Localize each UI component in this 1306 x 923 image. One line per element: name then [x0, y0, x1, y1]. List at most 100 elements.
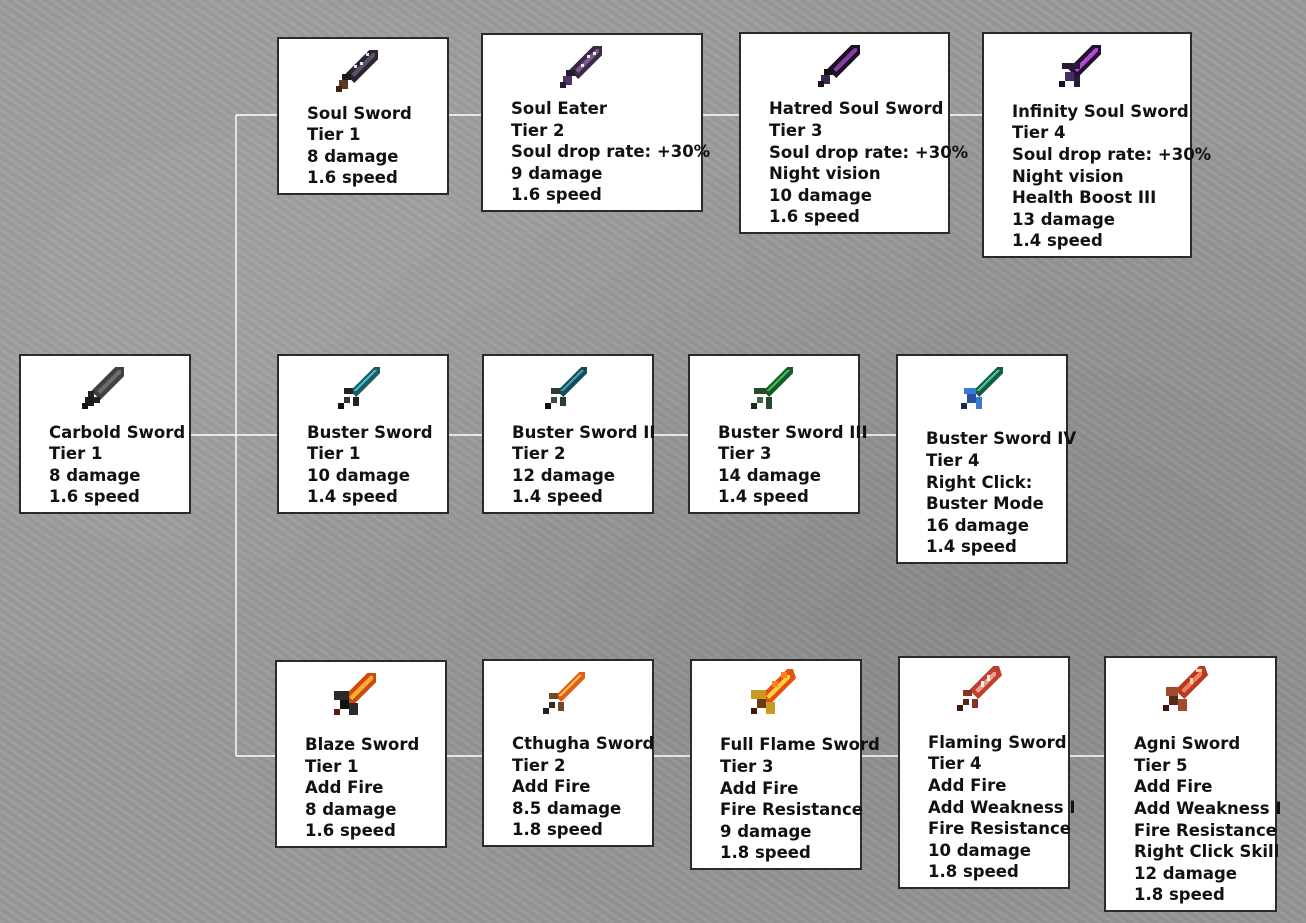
root-damage: 8 damage: [49, 465, 141, 485]
soul-4-line-3: Night vision: [1012, 166, 1124, 186]
soul-3-line-0: Hatred Soul Sword: [769, 99, 944, 119]
buster-3-line-2: 14 damage: [718, 465, 821, 485]
flame-4-line-0: Flaming Sword: [928, 732, 1067, 752]
soul-4-line-5: 13 damage: [1012, 209, 1115, 229]
flame-3-line-3: Fire Resistance: [720, 800, 863, 820]
root-name: Carbold Sword: [49, 422, 186, 442]
soul-1-line-0: Soul Sword: [307, 103, 412, 123]
flame-1-line-3: 8 damage: [305, 799, 397, 819]
soul-2-line-2: Soul drop rate: +30%: [511, 142, 711, 162]
soul-4-line-0: Infinity Soul Sword: [1012, 101, 1189, 121]
soul-3-line-4: 10 damage: [769, 185, 872, 205]
buster-sword-card: Buster Sword Tier 1 10 damage 1.4 speed: [277, 354, 449, 514]
buster-4-line-4: 16 damage: [926, 515, 1029, 535]
flame-5-line-3: Add Weakness I: [1134, 799, 1282, 819]
buster-1-line-1: Tier 1: [307, 444, 361, 464]
agni-sword-icon: [1163, 666, 1208, 711]
soul-3-line-1: Tier 3: [769, 121, 823, 141]
soul-2-line-3: 9 damage: [511, 163, 603, 183]
flaming-sword-icon: [957, 666, 1002, 711]
flame-1-line-1: Tier 1: [305, 756, 359, 776]
buster-2-line-1: Tier 2: [512, 444, 566, 464]
agni-sword-card: Agni Sword Tier 5 Add Fire Add Weakness …: [1104, 656, 1282, 912]
buster-sword-iii-card: Buster Sword III Tier 3 14 damage 1.4 sp…: [688, 354, 868, 514]
buster-3-line-3: 1.4 speed: [718, 487, 809, 507]
flame-5-line-2: Add Fire: [1134, 777, 1213, 797]
flame-2-line-1: Tier 2: [512, 755, 566, 775]
flame-4-line-5: 10 damage: [928, 840, 1031, 860]
buster-sword-icon: [338, 367, 380, 409]
flame-1-line-2: Add Fire: [305, 778, 384, 798]
flame-2-line-2: Add Fire: [512, 777, 591, 797]
infinity-soul-sword-card: Infinity Soul Sword Tier 4 Soul drop rat…: [982, 32, 1211, 258]
flame-2-line-0: Cthugha Sword: [512, 734, 655, 754]
soul-1-line-1: Tier 1: [307, 125, 361, 145]
buster-4-line-5: 1.4 speed: [926, 537, 1017, 557]
blaze-sword-card: Blaze Sword Tier 1 Add Fire 8 damage 1.6…: [275, 660, 447, 848]
buster-2-line-3: 1.4 speed: [512, 487, 603, 507]
hatred-soul-sword-icon: [818, 45, 860, 87]
full-flame-sword-card: Full Flame Sword Tier 3 Add Fire Fire Re…: [690, 659, 880, 870]
flame-5-line-0: Agni Sword: [1134, 734, 1241, 754]
flame-5-line-4: Fire Resistance: [1134, 820, 1277, 840]
buster-2-line-0: Buster Sword II: [512, 422, 656, 442]
flame-1-line-0: Blaze Sword: [305, 735, 420, 755]
cthugha-sword-card: Cthugha Sword Tier 2 Add Fire 8.5 damage…: [482, 659, 654, 847]
flame-3-line-0: Full Flame Sword: [720, 735, 880, 755]
soul-3-line-5: 1.6 speed: [769, 207, 860, 227]
flame-3-line-2: Add Fire: [720, 778, 799, 798]
root-tier: Tier 1: [49, 444, 103, 464]
buster-sword-iii-icon: [751, 367, 793, 409]
buster-3-line-1: Tier 3: [718, 444, 772, 464]
flame-4-line-2: Add Fire: [928, 776, 1007, 796]
hatred-soul-sword-card: Hatred Soul Sword Tier 3 Soul drop rate:…: [739, 32, 968, 234]
flame-3-line-1: Tier 3: [720, 757, 774, 777]
buster-4-line-0: Buster Sword IV: [926, 429, 1077, 449]
flame-5-line-1: Tier 5: [1134, 755, 1188, 775]
flame-2-line-4: 1.8 speed: [512, 820, 603, 840]
soul-sword-icon: [336, 50, 378, 92]
buster-sword-ii-icon: [545, 367, 587, 409]
flame-5-line-7: 1.8 speed: [1134, 885, 1225, 905]
flame-4-line-6: 1.8 speed: [928, 862, 1019, 882]
buster-3-line-0: Buster Sword III: [718, 422, 868, 442]
soul-eater-icon: [560, 46, 602, 88]
soul-4-line-4: Health Boost III: [1012, 188, 1157, 208]
flame-3-line-4: 9 damage: [720, 821, 812, 841]
soul-2-line-4: 1.6 speed: [511, 185, 602, 205]
buster-1-line-2: 10 damage: [307, 465, 410, 485]
soul-2-line-1: Tier 2: [511, 120, 565, 140]
soul-1-line-2: 8 damage: [307, 146, 399, 166]
dark-sword-icon: [82, 367, 124, 409]
flame-4-line-4: Fire Resistance: [928, 819, 1071, 839]
buster-4-line-3: Buster Mode: [926, 494, 1044, 514]
soul-1-line-3: 1.6 speed: [307, 168, 398, 188]
buster-sword-ii-card: Buster Sword II Tier 2 12 damage 1.4 spe…: [482, 354, 656, 514]
soul-4-line-1: Tier 4: [1012, 123, 1066, 143]
flame-5-line-5: Right Click Skill: [1134, 842, 1280, 862]
soul-3-line-3: Night vision: [769, 164, 881, 184]
root-card: Carbold Sword Tier 1 8 damage 1.6 speed: [19, 354, 191, 514]
flame-2-line-3: 8.5 damage: [512, 798, 622, 818]
buster-4-line-1: Tier 4: [926, 451, 980, 471]
buster-sword-iv-icon: [961, 367, 1003, 409]
root-speed: 1.6 speed: [49, 487, 140, 507]
buster-4-line-2: Right Click:: [926, 472, 1033, 492]
soul-2-line-0: Soul Eater: [511, 99, 607, 119]
infinity-soul-sword-icon: [1059, 45, 1101, 87]
flame-1-line-4: 1.6 speed: [305, 821, 396, 841]
blaze-sword-icon: [334, 673, 376, 715]
flame-5-line-6: 12 damage: [1134, 863, 1237, 883]
soul-4-line-2: Soul drop rate: +30%: [1012, 145, 1212, 165]
buster-1-line-0: Buster Sword: [307, 422, 433, 442]
full-flame-sword-icon: [751, 669, 796, 714]
flame-4-line-1: Tier 4: [928, 754, 982, 774]
flame-4-line-3: Add Weakness I: [928, 797, 1076, 817]
soul-3-line-2: Soul drop rate: +30%: [769, 142, 969, 162]
buster-sword-iv-card: Buster Sword IV Tier 4 Right Click: Bust…: [896, 354, 1076, 564]
buster-1-line-3: 1.4 speed: [307, 487, 398, 507]
buster-2-line-2: 12 damage: [512, 465, 615, 485]
cthugha-sword-icon: [543, 672, 585, 714]
flame-3-line-5: 1.8 speed: [720, 843, 811, 863]
